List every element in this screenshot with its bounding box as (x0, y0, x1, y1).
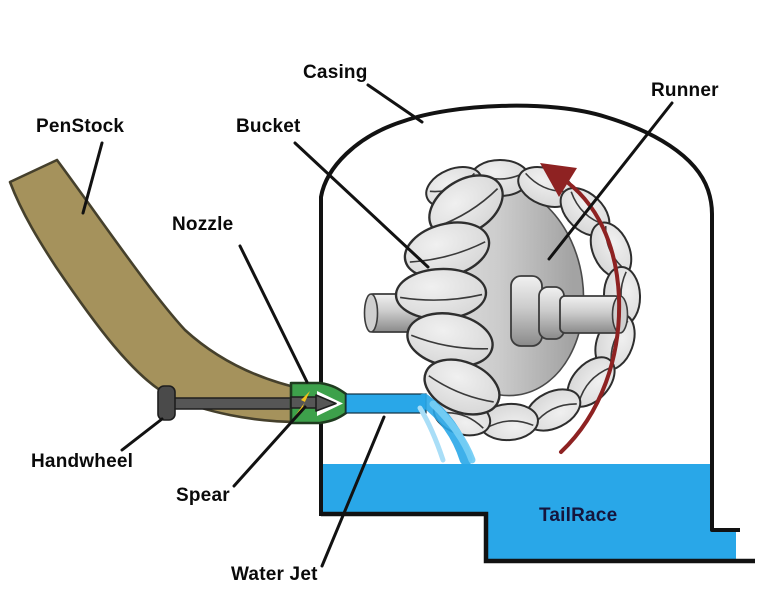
water-jet (345, 393, 427, 414)
label-bucket: Bucket (236, 116, 301, 137)
label-nozzle: Nozzle (172, 214, 234, 235)
hub-flange-large (510, 275, 543, 347)
leader-casing (366, 83, 424, 124)
penstock-pipe (8, 158, 308, 424)
bucket-facing-group (394, 174, 504, 416)
leader-bucket (293, 141, 430, 269)
casing-outline (319, 103, 740, 532)
bucket-cup-large (423, 358, 501, 416)
spear-highlight-mark (295, 391, 310, 416)
label-handwheel: Handwheel (31, 451, 134, 472)
spear-tip (315, 394, 337, 412)
leader-runner (547, 101, 674, 261)
label-runner: Runner (651, 80, 719, 101)
leader-lines (81, 83, 674, 568)
spear-rod (173, 397, 295, 410)
leader-waterjet (320, 415, 386, 568)
spray-stream (429, 400, 476, 464)
label-water-jet: Water Jet (231, 564, 318, 585)
label-spear: Spear (176, 485, 230, 506)
handwheel (157, 385, 176, 421)
spray-stream (417, 405, 446, 463)
leader-handwheel (120, 417, 164, 452)
label-tailrace: TailRace (539, 505, 618, 526)
water-spray (417, 393, 476, 466)
shaft-left-cap (363, 293, 379, 333)
leader-penstock (81, 141, 104, 215)
casing-floor (321, 511, 755, 564)
tailrace-water (321, 464, 736, 559)
shaft-right (559, 295, 621, 334)
label-casing: Casing (303, 62, 368, 83)
leader-nozzle (238, 244, 309, 384)
rotation-arrow-head (540, 163, 577, 197)
label-penstock: PenStock (36, 116, 125, 137)
nozzle-assembly (289, 381, 348, 425)
leader-spear (232, 405, 307, 488)
